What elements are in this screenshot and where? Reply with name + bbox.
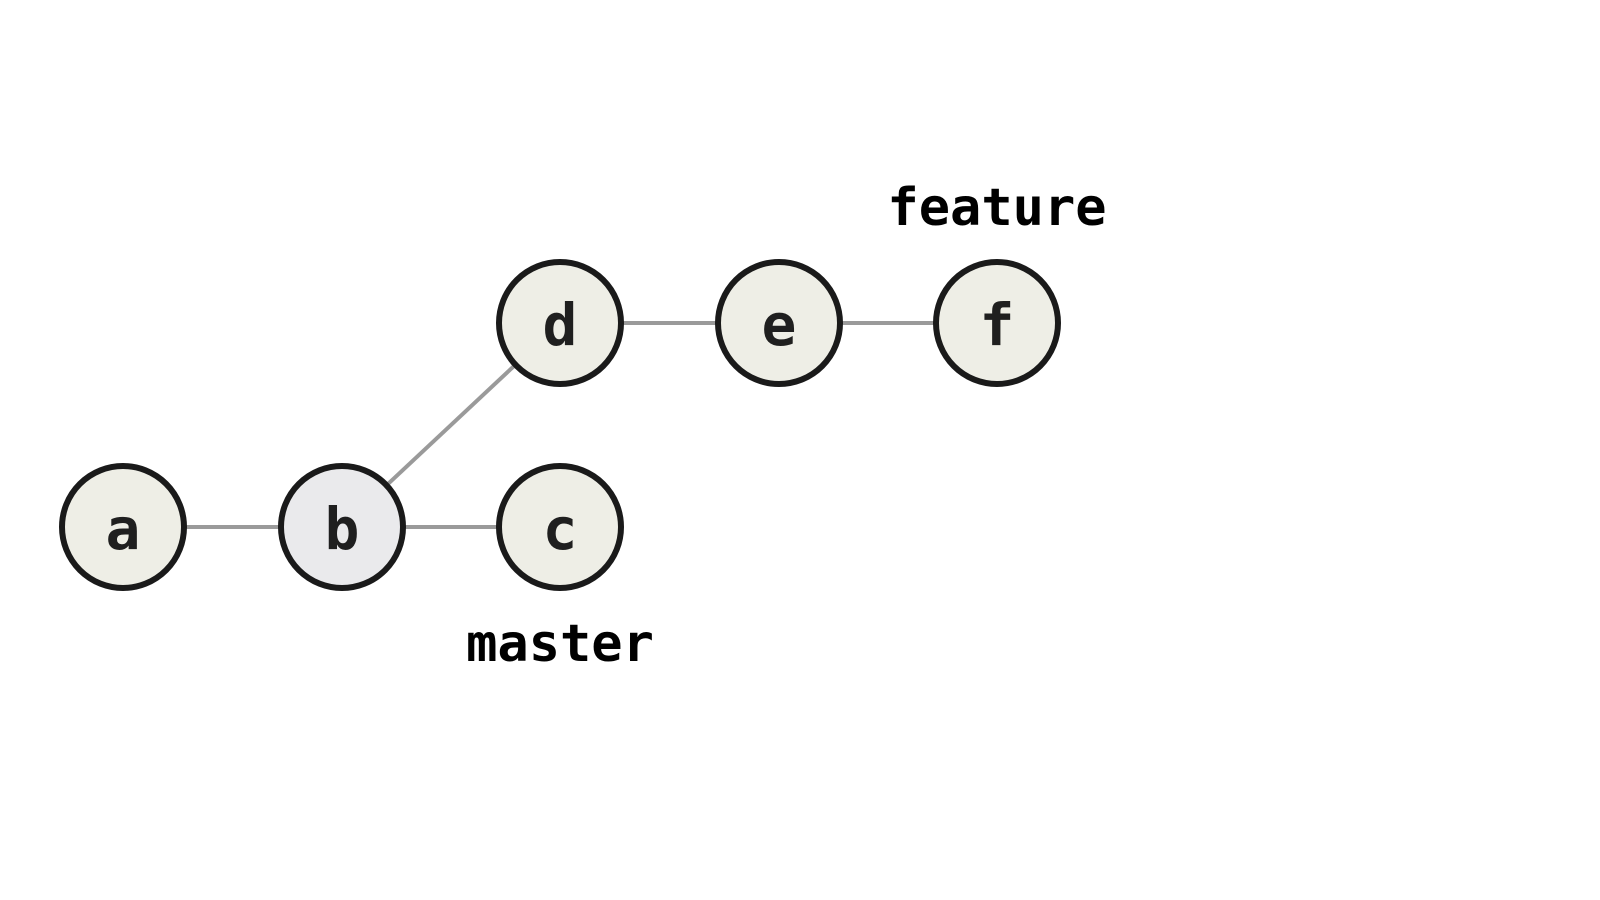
commit-label-a: a bbox=[106, 495, 141, 563]
commit-label-d: d bbox=[543, 291, 578, 359]
commit-label-b: b bbox=[325, 495, 360, 563]
commit-node-d[interactable]: d bbox=[496, 259, 624, 387]
commit-label-e: e bbox=[762, 291, 797, 359]
edge-b-d bbox=[383, 361, 519, 489]
branch-labels-group: master feature bbox=[466, 178, 1107, 674]
commit-circle-d bbox=[496, 259, 624, 387]
edges-group bbox=[182, 321, 938, 529]
commit-node-b[interactable]: b bbox=[278, 463, 406, 591]
commit-label-f: f bbox=[980, 291, 1015, 359]
commit-label-c: c bbox=[543, 495, 578, 563]
commit-node-c[interactable]: c bbox=[496, 463, 624, 591]
commit-node-e[interactable]: e bbox=[715, 259, 843, 387]
commit-circle-c bbox=[496, 463, 624, 591]
nodes-group: a b c d e f bbox=[59, 259, 1061, 591]
commit-node-f[interactable]: f bbox=[933, 259, 1061, 387]
commit-circle-b bbox=[278, 463, 406, 591]
commit-circle-f bbox=[933, 259, 1061, 387]
commit-circle-e bbox=[715, 259, 843, 387]
branch-label-master[interactable]: master bbox=[466, 614, 654, 674]
commit-node-a[interactable]: a bbox=[59, 463, 187, 591]
commit-circle-a bbox=[59, 463, 187, 591]
branch-label-feature[interactable]: feature bbox=[887, 178, 1106, 238]
